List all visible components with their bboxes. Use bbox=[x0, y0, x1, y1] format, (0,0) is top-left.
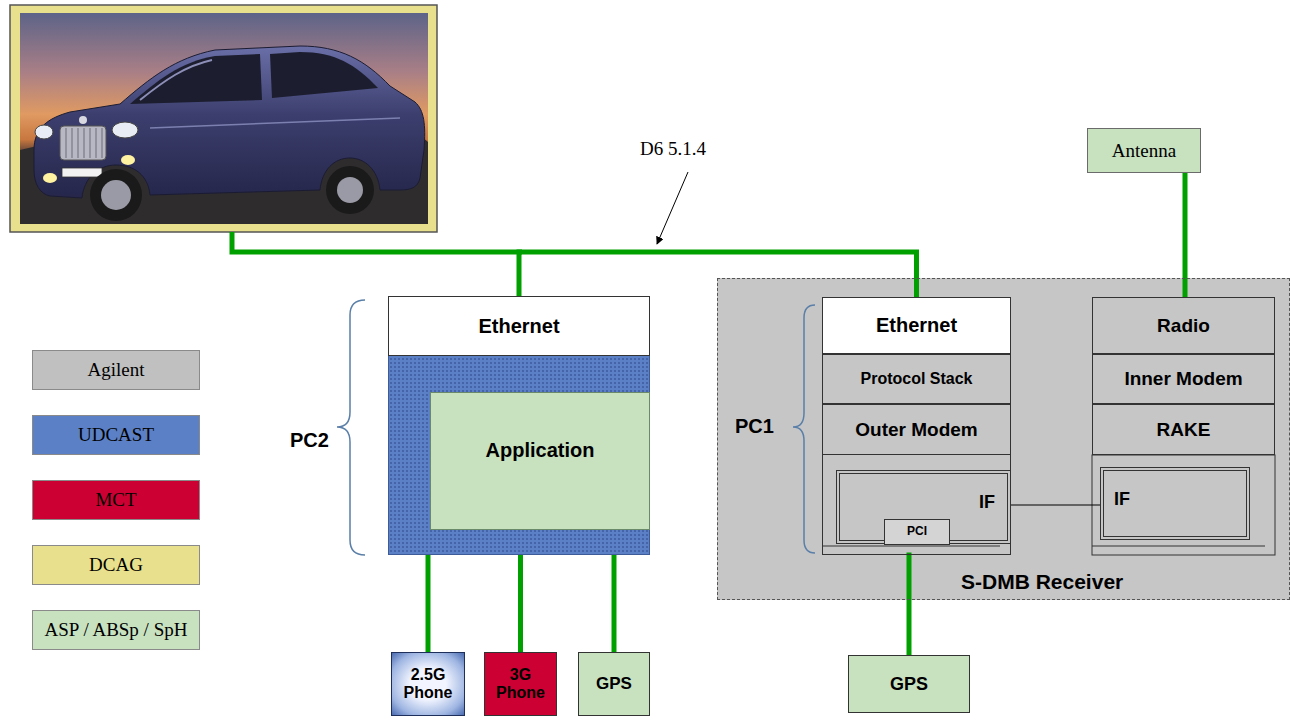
callout-arrow bbox=[657, 172, 688, 244]
node-label: Protocol Stack bbox=[860, 370, 972, 388]
radio-card-frame bbox=[1092, 455, 1275, 555]
connector-line bbox=[518, 555, 523, 652]
node-label: Ethernet bbox=[478, 315, 559, 338]
phone-box: 3G Phone bbox=[484, 652, 557, 716]
ethernet-box: Ethernet bbox=[388, 296, 650, 356]
protocol-stack-box: Protocol Stack bbox=[822, 354, 1011, 404]
modem-box: Outer Modem bbox=[822, 404, 1011, 455]
radio-card-rail bbox=[1092, 546, 1265, 547]
legend-label: MCT bbox=[95, 489, 136, 511]
bus-wire bbox=[232, 232, 522, 252]
connector-line bbox=[1011, 504, 1100, 505]
node-label: Inner Modem bbox=[1124, 368, 1242, 390]
radio-box: Radio bbox=[1092, 297, 1275, 354]
legend-label: DCAG bbox=[89, 554, 143, 576]
callout-number: D6 5.1.4 bbox=[640, 138, 706, 160]
gps-box: GPS bbox=[848, 655, 970, 713]
node-label: Radio bbox=[1157, 315, 1210, 337]
rake-box: RAKE bbox=[1092, 404, 1275, 455]
brace bbox=[337, 300, 365, 555]
node-label: Outer Modem bbox=[855, 419, 977, 441]
receiver-region: S-DMB Receiver PC1 EthernetProtocol StackO… bbox=[717, 278, 1290, 600]
node-label: RAKE bbox=[1157, 419, 1211, 441]
node-label: Ethernet bbox=[876, 314, 957, 337]
legend-swatch: ASP / ABSp / SpH bbox=[32, 610, 200, 650]
connector-line bbox=[907, 555, 912, 655]
node-label: PC2 bbox=[290, 429, 329, 452]
legend-label: UDCAST bbox=[78, 424, 154, 446]
connector-line bbox=[426, 555, 431, 652]
node-label: S-DMB Receiver bbox=[961, 570, 1123, 594]
node-label: PC1 bbox=[735, 415, 774, 438]
antenna-box: Antenna bbox=[1087, 128, 1201, 173]
node-label: GPS bbox=[596, 674, 632, 694]
legend-swatch: DCAG bbox=[32, 545, 200, 585]
node-label: IF bbox=[1114, 489, 1130, 510]
pci-slot: PCI bbox=[884, 519, 950, 545]
legend-swatch: UDCAST bbox=[32, 415, 200, 455]
node-label: 2.5G Phone bbox=[396, 666, 460, 703]
car-frame bbox=[10, 5, 437, 232]
ethernet-box: Ethernet bbox=[822, 297, 1011, 354]
pc-card-rail bbox=[822, 546, 1000, 547]
node-label: 3G Phone bbox=[489, 666, 552, 703]
node-label: PCI bbox=[907, 525, 927, 539]
application-box: Application bbox=[430, 392, 650, 530]
modem-box: Inner Modem bbox=[1092, 354, 1275, 404]
legend-label: ASP / ABSp / SpH bbox=[45, 619, 188, 641]
pc-block: PC1EthernetProtocol StackOuter ModemIFPC… bbox=[822, 297, 1011, 555]
if-card: IF PCI bbox=[836, 470, 1011, 544]
legend-swatch: MCT bbox=[32, 480, 200, 520]
gps-box: GPS bbox=[578, 652, 650, 716]
if-card: IF bbox=[1100, 467, 1250, 540]
connector-line bbox=[612, 555, 617, 652]
receiver-ground bbox=[717, 278, 1290, 600]
car-picture bbox=[20, 13, 428, 224]
node-label: Application bbox=[486, 439, 595, 462]
legend-label: Agilent bbox=[88, 359, 145, 381]
node-label: GPS bbox=[890, 674, 928, 695]
pc-block: PC2EthernetApplication bbox=[388, 296, 650, 555]
node-label: IF bbox=[979, 492, 995, 513]
legend-swatch: Agilent bbox=[32, 350, 200, 390]
phone-box: 2.5G Phone bbox=[391, 652, 465, 716]
node-label: Antenna bbox=[1112, 140, 1176, 162]
brace bbox=[793, 305, 815, 553]
